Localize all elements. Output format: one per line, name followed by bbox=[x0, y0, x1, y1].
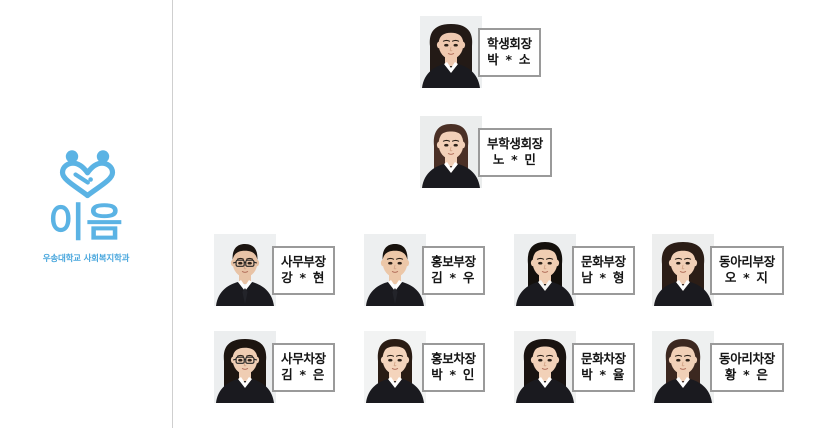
member-name: 김 * 은 bbox=[281, 367, 326, 382]
photo-office-head bbox=[214, 234, 276, 306]
member-role: 문화부장 bbox=[581, 253, 626, 269]
member-role: 동아리차장 bbox=[719, 350, 776, 366]
photo-pr-head bbox=[364, 234, 426, 306]
photo-club-head bbox=[652, 234, 714, 306]
member-name: 노 * 민 bbox=[492, 152, 538, 167]
photo-president bbox=[420, 16, 482, 88]
photo-culture-deputy bbox=[514, 331, 576, 403]
member-name: 강 * 현 bbox=[281, 270, 326, 285]
member-name: 박 * 율 bbox=[581, 367, 626, 382]
photo-pr-deputy bbox=[364, 331, 426, 403]
member-role: 부학생회장 bbox=[487, 135, 544, 151]
member-role: 홍보차장 bbox=[431, 350, 476, 366]
two-people-heart-icon bbox=[59, 149, 116, 198]
member-role: 사무차장 bbox=[281, 350, 326, 366]
member-role: 문화차장 bbox=[581, 350, 626, 366]
member-name: 박 * 소 bbox=[487, 52, 532, 67]
brand-wordmark: 이음 bbox=[48, 199, 124, 246]
member-name: 오 * 지 bbox=[724, 270, 770, 285]
member-role: 동아리부장 bbox=[719, 253, 776, 269]
photo-office-deputy bbox=[214, 331, 276, 403]
member-name: 김 * 우 bbox=[431, 270, 476, 285]
member-role: 홍보부장 bbox=[431, 253, 476, 269]
member-role: 사무부장 bbox=[281, 253, 326, 269]
brand-lockup: 이음 우송대학교 사회복지학과 bbox=[42, 149, 130, 264]
member-role: 학생회장 bbox=[487, 35, 532, 51]
member-name: 박 * 인 bbox=[431, 367, 476, 382]
member-name: 남 * 형 bbox=[581, 270, 626, 285]
panel-divider bbox=[172, 0, 173, 428]
member-name: 황 * 은 bbox=[724, 367, 770, 382]
brand-subtitle: 우송대학교 사회복지학과 bbox=[42, 253, 130, 264]
brand-panel: 이음 우송대학교 사회복지학과 bbox=[0, 0, 172, 428]
photo-culture-head bbox=[514, 234, 576, 306]
photo-vice-president bbox=[420, 116, 482, 188]
photo-club-deputy bbox=[652, 331, 714, 403]
